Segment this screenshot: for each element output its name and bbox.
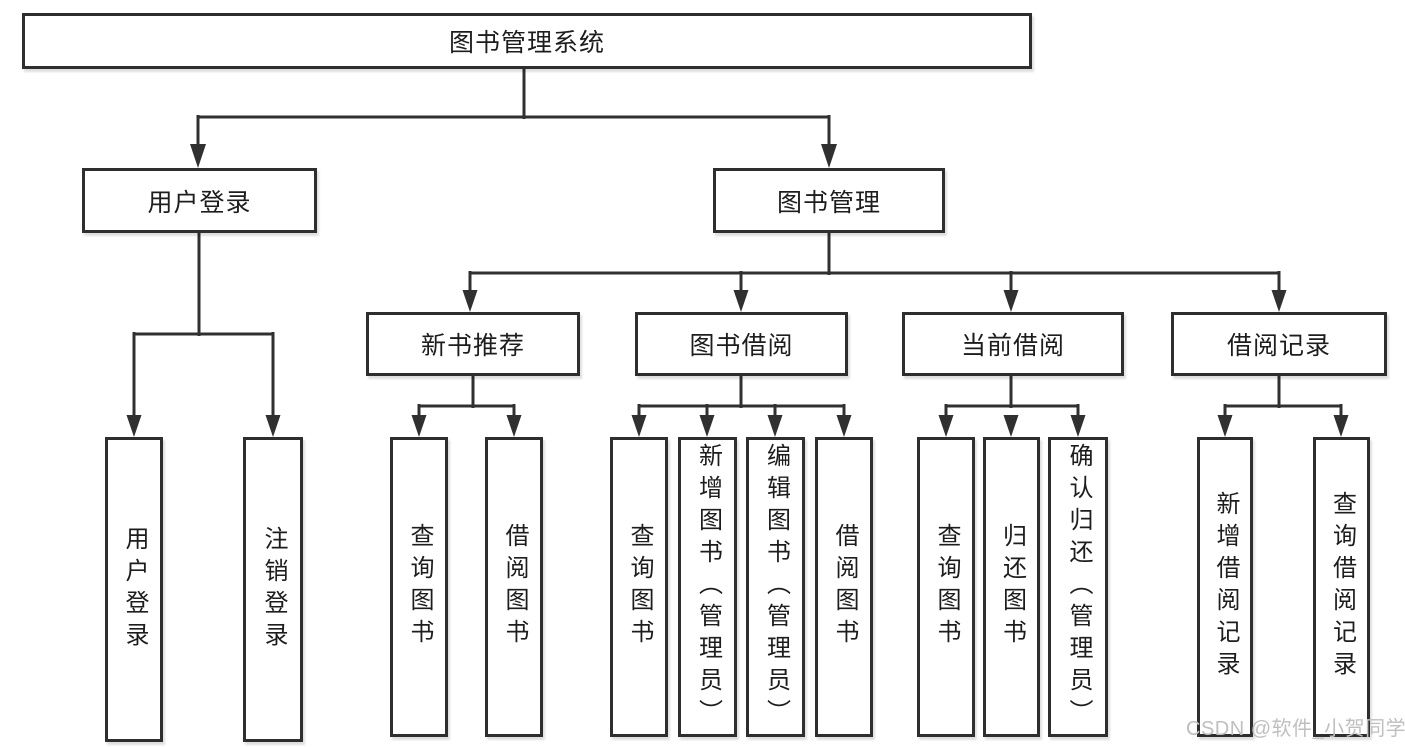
- node-label: 图书管理: [776, 188, 881, 217]
- leaf-return-books: 归还图书: [983, 437, 1040, 737]
- leaf-label: 注销登录: [260, 525, 287, 654]
- leaf-label: 编辑图书（管理员）: [762, 443, 790, 731]
- node-new-book-recommend: 新书推荐: [366, 312, 580, 376]
- node-label: 借阅记录: [1226, 332, 1331, 360]
- node-book-management: 图书管理: [713, 168, 945, 233]
- node-label: 图书管理系统: [448, 29, 605, 57]
- leaf-label: 用户登录: [121, 525, 148, 654]
- leaf-borrow-books-2: 借阅图书: [815, 437, 873, 737]
- leaf-query-books-2: 查询图书: [610, 437, 668, 737]
- node-label: 图书借阅: [689, 332, 794, 360]
- leaf-query-borrow-record: 查询借阅记录: [1313, 437, 1370, 737]
- leaf-label: 查询图书: [406, 523, 433, 651]
- leaf-add-borrow-record: 新增借阅记录: [1197, 437, 1253, 737]
- node-current-borrowing: 当前借阅: [902, 312, 1124, 376]
- leaf-label: 借阅图书: [831, 523, 858, 651]
- leaf-user-login: 用户登录: [105, 437, 163, 742]
- leaf-logout-login: 注销登录: [243, 437, 303, 742]
- node-user-login: 用户登录: [82, 168, 317, 233]
- leaf-add-book-admin: 新增图书（管理员）: [678, 437, 737, 737]
- leaf-label: 确认归还（管理员）: [1065, 443, 1092, 731]
- node-label: 当前借阅: [960, 332, 1065, 360]
- leaf-label: 查询图书: [933, 523, 960, 651]
- watermark: CSDN @软件_小贺同学: [1186, 718, 1405, 740]
- node-book-borrowing: 图书借阅: [635, 312, 848, 376]
- leaf-label: 借阅图书: [501, 523, 528, 651]
- leaf-edit-book-admin: 编辑图书（管理员）: [746, 437, 805, 737]
- leaf-query-books-1: 查询图书: [390, 437, 448, 737]
- node-label: 用户登录: [147, 188, 252, 217]
- leaf-borrow-books-1: 借阅图书: [485, 437, 543, 737]
- leaf-label: 归还图书: [998, 523, 1026, 651]
- node-label: 新书推荐: [420, 332, 525, 360]
- leaf-confirm-return-admin: 确认归还（管理员）: [1048, 437, 1108, 737]
- leaf-label: 新增图书（管理员）: [694, 443, 722, 731]
- node-root: 图书管理系统: [22, 13, 1032, 69]
- leaf-label: 查询图书: [626, 523, 653, 651]
- node-borrow-records: 借阅记录: [1171, 312, 1387, 376]
- leaf-label: 查询借阅记录: [1328, 491, 1356, 683]
- leaf-query-books-3: 查询图书: [917, 437, 975, 737]
- leaf-label: 新增借阅记录: [1212, 491, 1239, 683]
